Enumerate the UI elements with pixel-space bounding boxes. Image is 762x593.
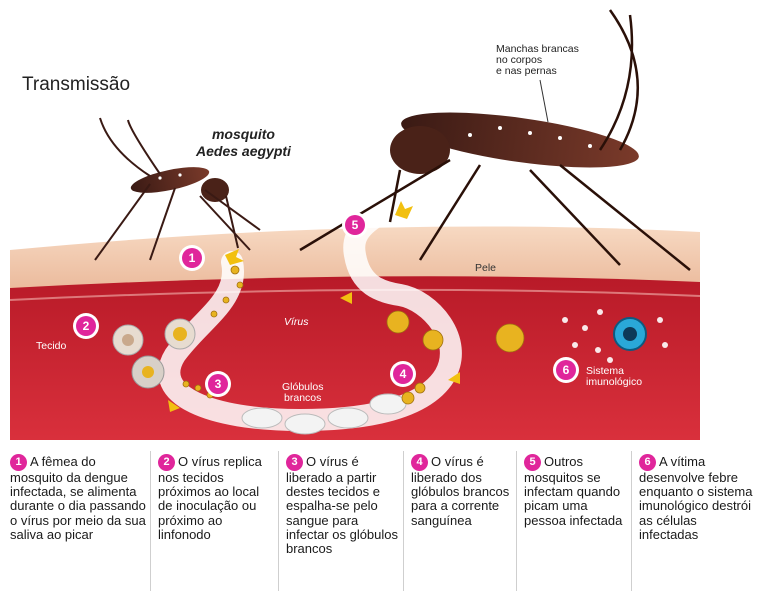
annotation-white-spots: Manchas brancas no corpos e nas pernas <box>496 44 579 77</box>
diagram-title: Transmissão <box>22 74 130 96</box>
white-cells-line2: brancos <box>282 393 323 404</box>
marker-4: 4 <box>393 364 413 384</box>
caption-text: A fêmea do mosquito da dengue infectada,… <box>10 454 146 542</box>
immune-label: Sistema imunológico <box>586 366 642 388</box>
skin-label: Pele <box>475 262 496 274</box>
caption-step-3: 3O vírus é liberado a partir destes teci… <box>282 451 404 591</box>
virus-label: Vírus <box>284 316 309 328</box>
annotation-line3: e nas pernas <box>496 66 579 77</box>
caption-step-5: 5Outros mosquitos se infectam quando pic… <box>520 451 632 591</box>
caption-number: 3 <box>286 454 303 471</box>
white-cell <box>285 414 325 434</box>
caption-number: 2 <box>158 454 175 471</box>
white-cell <box>328 408 368 428</box>
tissue-label: Tecido <box>36 340 66 352</box>
caption-text: O vírus é liberado a partir destes tecid… <box>286 454 398 556</box>
marker-1: 1 <box>182 248 202 268</box>
species-label: mosquito Aedes aegypti <box>196 126 291 160</box>
caption-number: 4 <box>411 454 428 471</box>
step-captions: 1A fêmea do mosquito da dengue infectada… <box>0 441 762 591</box>
caption-text: A vítima desenvolve febre enquanto o sis… <box>639 454 752 542</box>
caption-step-6: 6A vítima desenvolve febre enquanto o si… <box>635 451 757 591</box>
species-line1: mosquito <box>196 126 291 143</box>
immune-line2: imunológico <box>586 377 642 388</box>
illustration <box>0 0 762 440</box>
caption-step-4: 4O vírus é liberado dos glóbulos brancos… <box>407 451 517 591</box>
caption-step-2: 2O vírus replica nos tecidos próximos ao… <box>154 451 279 591</box>
species-line2: Aedes aegypti <box>196 143 291 160</box>
white-cell <box>370 394 406 414</box>
caption-number: 6 <box>639 454 656 471</box>
white-cell <box>242 408 282 428</box>
caption-number: 5 <box>524 454 541 471</box>
white-cells-label: Glóbulos brancos <box>282 382 323 404</box>
marker-6: 6 <box>556 360 576 380</box>
marker-5: 5 <box>345 215 365 235</box>
caption-number: 1 <box>10 454 27 471</box>
caption-step-1: 1A fêmea do mosquito da dengue infectada… <box>6 451 151 591</box>
marker-3: 3 <box>208 374 228 394</box>
diagram-area: Transmissão mosquito Aedes aegypti Manch… <box>0 0 762 440</box>
marker-2: 2 <box>76 316 96 336</box>
